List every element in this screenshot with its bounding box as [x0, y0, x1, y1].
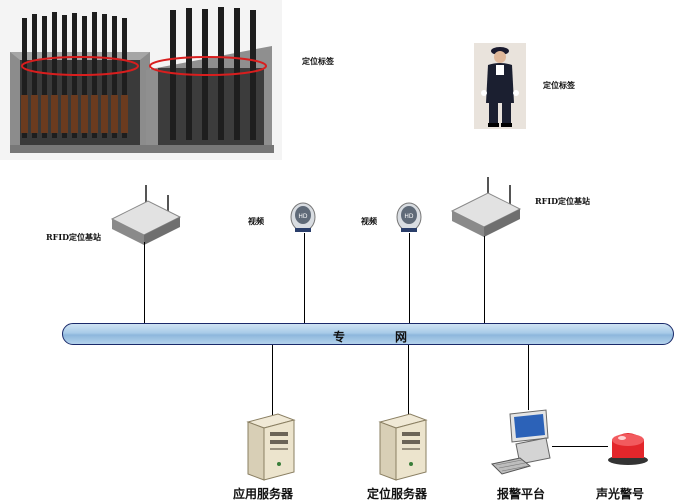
loc-server-label: 定位服务器	[367, 487, 428, 501]
camera-right-connector	[409, 233, 410, 324]
alarm-platform-connector	[528, 345, 529, 410]
network-label-2: 网	[395, 330, 408, 344]
alarm-platform-label: 报警平台	[497, 487, 546, 501]
video-left-label: 视频	[248, 216, 264, 226]
rfid-left-icon	[110, 185, 182, 245]
rfid-right-icon	[450, 177, 522, 237]
siren-light-icon	[608, 433, 648, 465]
video-right-label: 视频	[361, 216, 377, 226]
loc-server-icon	[378, 413, 428, 481]
svg-text:HD: HD	[404, 213, 414, 220]
alarm-light-label: 声光警号	[596, 487, 645, 501]
svg-text:HD: HD	[298, 213, 308, 220]
camera-left-icon: HD	[290, 202, 316, 232]
app-server-label: 应用服务器	[233, 487, 294, 501]
police-officer-photo	[474, 43, 526, 129]
camera-left-connector	[304, 233, 305, 324]
app-server-icon	[246, 413, 296, 481]
rfid-left-connector	[144, 242, 145, 324]
alarm-light-connector	[552, 446, 608, 447]
gun-rack-photo	[0, 0, 282, 160]
app-server-connector	[272, 345, 273, 415]
tag-person-label: 定位标签	[543, 80, 575, 90]
camera-right-icon: HD	[396, 202, 422, 232]
rfid-right-connector	[484, 236, 485, 324]
loc-server-connector	[408, 345, 409, 415]
rfid-left-label: RFID定位基站	[46, 232, 102, 242]
private-network-bus: 专 网	[62, 323, 674, 345]
network-label-1: 专	[333, 330, 346, 344]
tag-rack-label: 定位标签	[302, 56, 334, 66]
alarm-platform-icon	[490, 409, 551, 475]
rfid-right-label: RFID定位基站	[535, 196, 591, 206]
